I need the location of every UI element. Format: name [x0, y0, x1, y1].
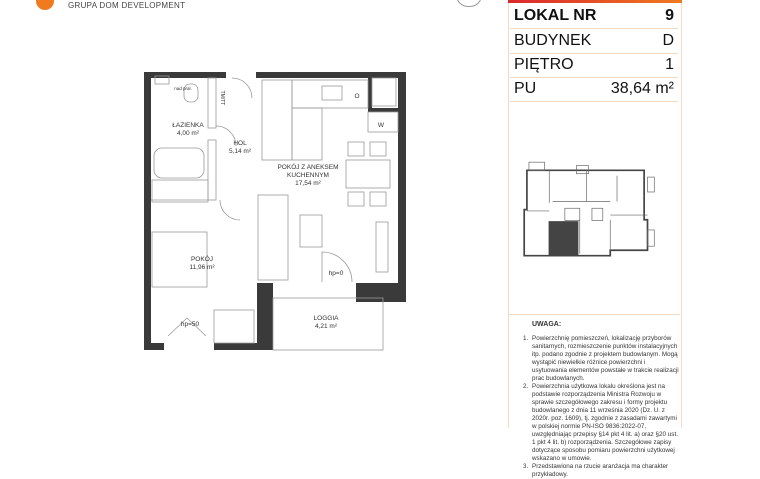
o-mark: O — [354, 93, 360, 100]
note-item: Powierzchnia użytkowa lokalu określona j… — [530, 383, 680, 463]
room-area: 11,96 m² — [189, 264, 215, 271]
walls — [144, 72, 406, 350]
threshold-mark: hp=0 — [328, 270, 344, 277]
room-area: 4,00 m² — [176, 130, 200, 137]
note-item: Przedstawiona na rzucie aranżacja ma cha… — [530, 463, 680, 479]
info-panel — [508, 0, 682, 428]
logo-text: GRUPA DOM DEVELOPMENT — [68, 1, 186, 10]
info-value: D — [662, 32, 674, 49]
info-value: 9 — [665, 7, 674, 24]
info-value: 1 — [665, 56, 674, 73]
notes-title: UWAGA: — [532, 321, 562, 328]
building-key-plan — [523, 161, 655, 257]
info-row-area: PU 38,64 m² — [510, 77, 678, 102]
room-area: 4,21 m² — [314, 323, 338, 330]
highlighted-unit — [548, 221, 579, 256]
note-item: Powierzchnię pomieszczeń, lokalizację pr… — [530, 335, 680, 383]
accent-bar — [508, 0, 682, 3]
w-mark: W — [377, 122, 385, 129]
floor-plan — [144, 72, 406, 351]
room-name: POKÓJ Z ANEKSEM KUCHENNYM — [277, 164, 339, 179]
info-row-building: BUDYNEK D — [510, 29, 678, 54]
room-name: ŁAZIENKA — [172, 122, 204, 129]
info-label: BUDYNEK — [514, 32, 592, 49]
room-name: POKÓJ — [190, 256, 214, 263]
notes-section: UWAGA: Powierzchnię pomieszczeń, lokaliz… — [508, 314, 680, 478]
info-label: PU — [514, 80, 537, 97]
threshold-mark: hp=50 — [180, 321, 200, 328]
info-label: LOKAL NR — [514, 7, 597, 24]
info-row-floor: PIĘTRO 1 — [510, 53, 678, 78]
meter-mark: TM/TT — [219, 90, 225, 106]
room-name: LOGGIA — [313, 315, 339, 322]
room-name: HOL — [233, 140, 247, 147]
logo — [36, 0, 54, 10]
washer-mark: nad pral. — [174, 86, 192, 91]
info-row-unit: LOKAL NR 9 — [510, 4, 678, 29]
info-value: 38,64 m² — [610, 80, 674, 97]
info-label: PIĘTRO — [514, 56, 574, 73]
fixtures-and-furniture — [151, 75, 399, 351]
room-area: 17,54 m² — [295, 180, 321, 187]
room-area: 5,14 m² — [228, 148, 252, 155]
